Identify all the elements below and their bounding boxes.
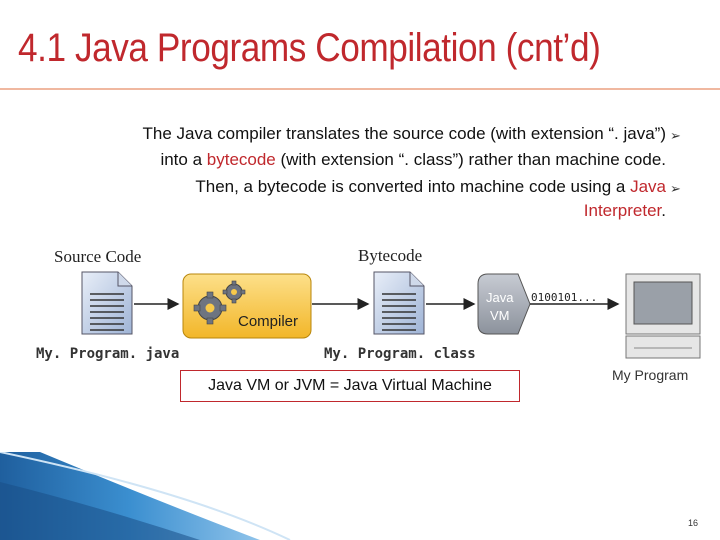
bullet-1-line-1: The Java compiler translates the source … bbox=[142, 124, 666, 143]
source-file-name: My. Program. java bbox=[36, 346, 180, 362]
compiler-box: Compiler bbox=[182, 273, 312, 339]
jvm-label-java: Java bbox=[486, 290, 514, 305]
source-code-label: Source Code bbox=[54, 247, 142, 266]
bullet-2-marker: ➢ bbox=[670, 181, 681, 196]
compilation-diagram: Compiler Java VM 0100101... bbox=[81, 271, 701, 359]
class-file-name: My. Program. class bbox=[324, 346, 476, 362]
page-number: 16 bbox=[687, 518, 698, 528]
bullet-2-line-2-post: . bbox=[661, 201, 666, 220]
class-file-icon bbox=[373, 271, 425, 335]
gear-icon bbox=[193, 280, 246, 325]
bullet-1-line-2-pre: into a bbox=[160, 150, 207, 169]
bullet-1-line-2-post: (with extension “. class”) rather than m… bbox=[275, 150, 666, 169]
decorative-wave bbox=[0, 452, 291, 540]
bullet-2-line-1-pre: Then, a bytecode is converted into machi… bbox=[195, 177, 631, 196]
bullet-2-line-2: Interpreter. bbox=[584, 201, 666, 221]
jvm-definition-box: Java VM or JVM = Java Virtual Machine bbox=[180, 370, 520, 402]
interpreter-term: Interpreter bbox=[583, 201, 662, 220]
java-term: Java bbox=[630, 177, 666, 196]
bytecode-term: bytecode bbox=[206, 150, 276, 169]
bullet-2-line-1: Then, a bytecode is converted into machi… bbox=[195, 177, 666, 197]
slide-title: 4.1 Java Programs Compilation (cnt’d) bbox=[18, 26, 601, 70]
binary-output: 0100101... bbox=[531, 291, 597, 304]
source-file-icon bbox=[81, 271, 133, 335]
bullet-1-marker: ➢ bbox=[670, 128, 681, 143]
title-divider bbox=[0, 88, 720, 90]
bytecode-label: Bytecode bbox=[358, 246, 423, 265]
bullet-1-line-2: into a bytecode (with extension “. class… bbox=[160, 150, 666, 170]
jvm-label-vm: VM bbox=[490, 308, 510, 323]
computer-icon bbox=[625, 273, 701, 359]
compiler-label: Compiler bbox=[238, 313, 298, 330]
computer-label: My Program bbox=[612, 367, 689, 383]
jvm-icon: Java VM bbox=[477, 273, 531, 335]
